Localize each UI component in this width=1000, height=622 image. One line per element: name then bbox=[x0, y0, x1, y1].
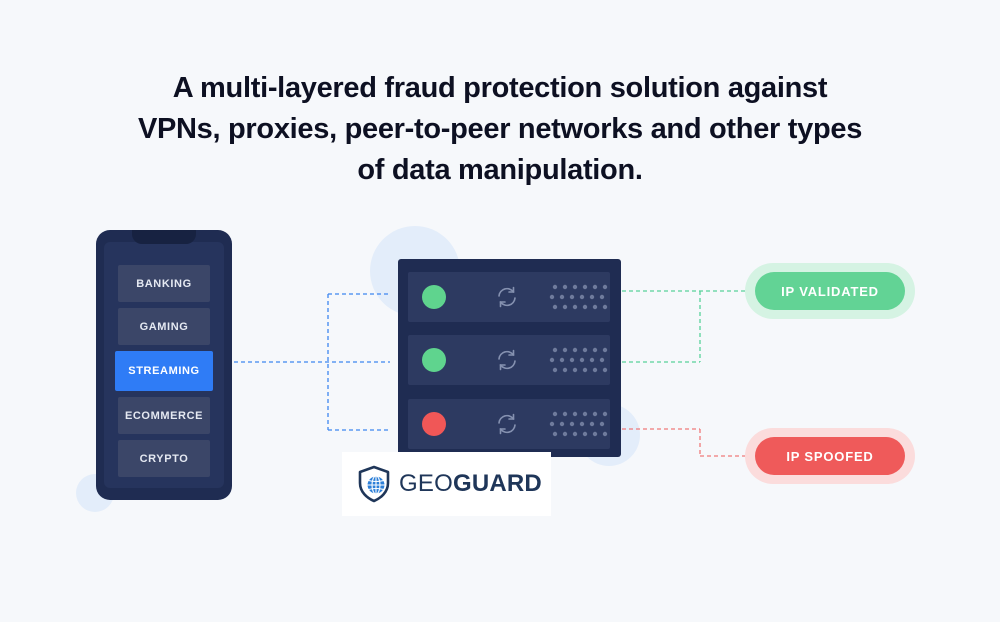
vent-dot bbox=[562, 304, 568, 310]
vent-dot bbox=[579, 421, 585, 427]
vent-dot bbox=[592, 304, 598, 310]
vent-dot bbox=[559, 421, 565, 427]
vent-dot bbox=[602, 284, 608, 290]
vent-dot bbox=[582, 284, 588, 290]
phone-notch bbox=[132, 230, 196, 244]
status-light-icon bbox=[422, 348, 446, 372]
vent-dot bbox=[552, 411, 558, 417]
vent-dot bbox=[599, 294, 605, 300]
vent-dot bbox=[602, 431, 608, 437]
vent-dot bbox=[549, 421, 555, 427]
logo-suffix: GUARD bbox=[452, 470, 542, 497]
server-rack bbox=[398, 259, 621, 457]
headline-line-1: A multi-layered fraud protection solutio… bbox=[172, 72, 828, 104]
server-row bbox=[408, 272, 610, 322]
headline-line-3: of data manipulation. bbox=[357, 154, 643, 186]
vent-dot bbox=[552, 304, 558, 310]
vent-dot bbox=[572, 284, 578, 290]
vent-dot bbox=[562, 411, 568, 417]
vent-dot bbox=[562, 284, 568, 290]
menu-item-ecommerce[interactable]: ECOMMERCE bbox=[118, 397, 210, 434]
vent-dots-icon bbox=[549, 411, 608, 437]
vent-dots-icon bbox=[549, 347, 608, 373]
logo-prefix: GEO bbox=[399, 470, 453, 497]
vent-dot bbox=[579, 294, 585, 300]
vent-dot bbox=[579, 357, 585, 363]
vent-dot bbox=[589, 357, 595, 363]
vent-dot bbox=[589, 421, 595, 427]
ip-validated-label: IP VALIDATED bbox=[755, 272, 905, 310]
vent-dot bbox=[559, 357, 565, 363]
vent-dot bbox=[552, 431, 558, 437]
headline: A multi-layered fraud protection solutio… bbox=[100, 68, 900, 191]
vent-dot bbox=[572, 304, 578, 310]
vent-dot bbox=[592, 284, 598, 290]
spoofed-badge: IP SPOOFED bbox=[745, 428, 915, 484]
headline-line-2: VPNs, proxies, peer-to-peer networks and… bbox=[137, 113, 863, 145]
vent-dot bbox=[582, 431, 588, 437]
vent-dot bbox=[602, 367, 608, 373]
vent-dot bbox=[572, 367, 578, 373]
vent-dot bbox=[599, 357, 605, 363]
vent-dots-icon bbox=[549, 284, 608, 310]
vent-dot bbox=[602, 411, 608, 417]
vent-dot bbox=[562, 431, 568, 437]
server-row bbox=[408, 399, 610, 449]
vent-dot bbox=[599, 421, 605, 427]
vent-dot bbox=[572, 411, 578, 417]
status-light-icon bbox=[422, 285, 446, 309]
vent-dot bbox=[592, 411, 598, 417]
vent-dot bbox=[582, 367, 588, 373]
validated-badge: IP VALIDATED bbox=[745, 263, 915, 319]
vent-dot bbox=[569, 421, 575, 427]
menu-item-gaming[interactable]: GAMING bbox=[118, 308, 210, 345]
vent-dot bbox=[582, 304, 588, 310]
vent-dot bbox=[572, 347, 578, 353]
vent-dot bbox=[582, 411, 588, 417]
vent-dot bbox=[592, 367, 598, 373]
vent-dot bbox=[589, 294, 595, 300]
vent-dot bbox=[552, 284, 558, 290]
vent-dot bbox=[549, 294, 555, 300]
vent-dot bbox=[549, 357, 555, 363]
menu-item-banking[interactable]: BANKING bbox=[118, 265, 210, 302]
vent-dot bbox=[562, 347, 568, 353]
menu-item-streaming[interactable]: STREAMING bbox=[115, 351, 213, 391]
ip-spoofed-label: IP SPOOFED bbox=[755, 437, 905, 475]
vent-dot bbox=[602, 347, 608, 353]
sync-icon bbox=[498, 413, 516, 435]
vent-dot bbox=[562, 367, 568, 373]
vent-dot bbox=[552, 347, 558, 353]
vent-dot bbox=[592, 431, 598, 437]
vent-dot bbox=[559, 294, 565, 300]
sync-icon bbox=[498, 286, 516, 308]
vent-dot bbox=[552, 367, 558, 373]
status-light-icon bbox=[422, 412, 446, 436]
sync-icon bbox=[498, 349, 516, 371]
vent-dot bbox=[569, 294, 575, 300]
geoguard-logo: GEOGUARD bbox=[342, 452, 551, 516]
vent-dot bbox=[572, 431, 578, 437]
vent-dot bbox=[592, 347, 598, 353]
vent-dot bbox=[569, 357, 575, 363]
menu-item-crypto[interactable]: CRYPTO bbox=[118, 440, 210, 477]
server-row bbox=[408, 335, 610, 385]
vent-dot bbox=[582, 347, 588, 353]
logo-wordmark: GEOGUARD bbox=[399, 470, 542, 498]
shield-globe-icon bbox=[358, 465, 390, 503]
vent-dot bbox=[602, 304, 608, 310]
